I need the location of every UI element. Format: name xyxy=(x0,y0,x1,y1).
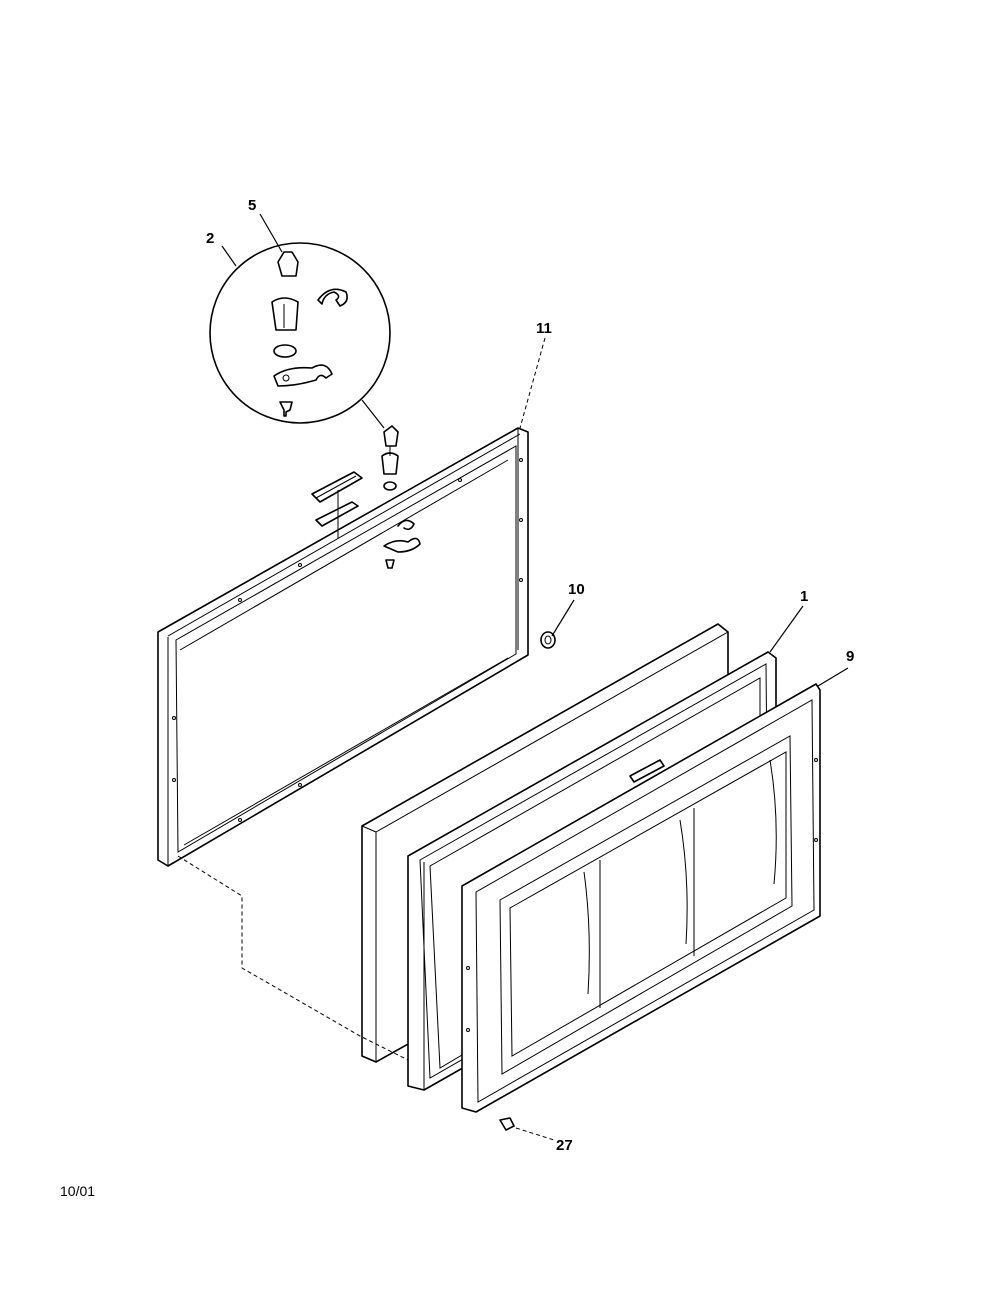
callout-1: 1 xyxy=(800,588,808,605)
callout-2: 2 xyxy=(206,230,214,247)
part-5-lock-cylinder xyxy=(277,251,299,277)
date-code: 10/01 xyxy=(60,1183,96,1199)
callout-11: 11 xyxy=(536,320,552,337)
part-10-plug xyxy=(540,631,556,649)
hidden-lines xyxy=(177,855,409,1061)
part-27-screw xyxy=(499,1117,515,1131)
leader-lines xyxy=(221,213,849,1141)
callout-5: 5 xyxy=(248,197,256,214)
part-9-door-liner xyxy=(461,683,821,1113)
part-11-door-frame xyxy=(157,427,529,867)
callout-27: 27 xyxy=(556,1137,573,1154)
latch-parts-exploded xyxy=(311,425,421,569)
callout-10: 10 xyxy=(568,581,585,598)
part-2-latch-detail xyxy=(209,242,391,424)
callout-9: 9 xyxy=(846,648,854,665)
